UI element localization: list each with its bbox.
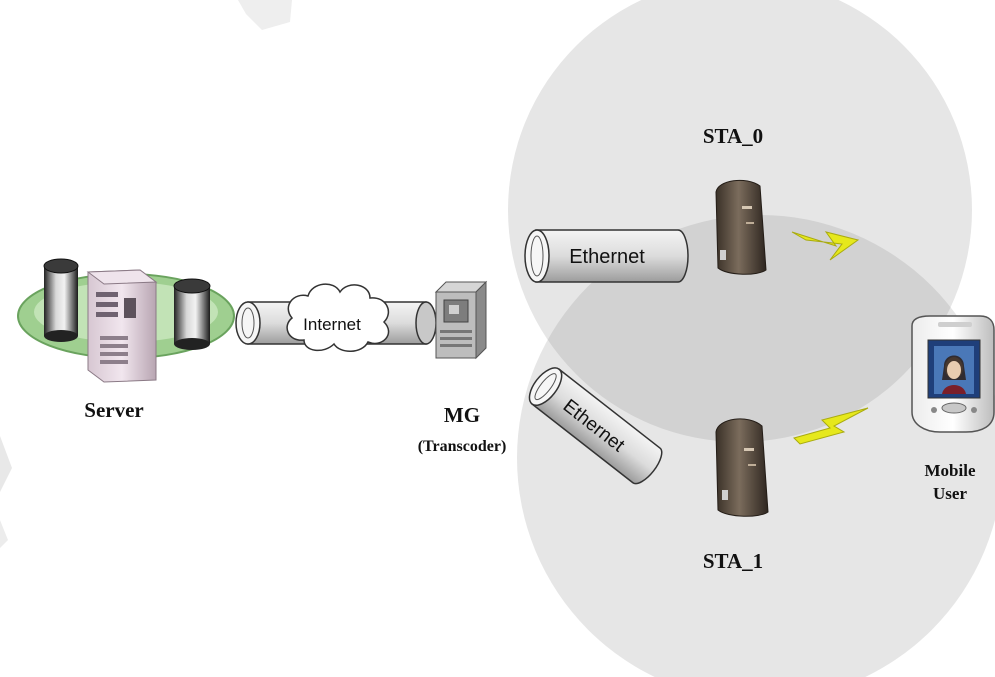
mobile-user-label-line1: Mobile (924, 461, 976, 480)
sta1-label: STA_1 (702, 549, 764, 573)
wireless-signal-sta0-icon (791, 231, 860, 261)
coverage-overlap (517, 215, 972, 442)
internet-cloud (286, 283, 390, 352)
ethernet-link-sta0 (524, 229, 689, 283)
transcoder-icon (434, 280, 488, 360)
access-point-sta0-icon (715, 179, 767, 275)
mg-sublabel: (Transcoder) (417, 438, 507, 455)
mobile-device-icon (911, 315, 995, 433)
mobile-user-label: Mobile User (914, 459, 986, 505)
sta0-label: STA_0 (702, 124, 764, 148)
page-corner-mark-top (238, 0, 292, 30)
server-label: Server (84, 398, 144, 422)
page-corner-mark-left (0, 436, 12, 492)
page-corner-mark-left-2 (0, 520, 8, 548)
access-point-sta1-icon (715, 418, 769, 517)
server-icon (17, 258, 235, 383)
mobile-user-label-line2: User (933, 484, 967, 503)
wireless-signal-sta1-icon (793, 407, 869, 445)
ethernet-label-top: Ethernet (569, 246, 645, 268)
internet-label: Internet (303, 315, 361, 334)
mg-label: MG (443, 403, 481, 427)
